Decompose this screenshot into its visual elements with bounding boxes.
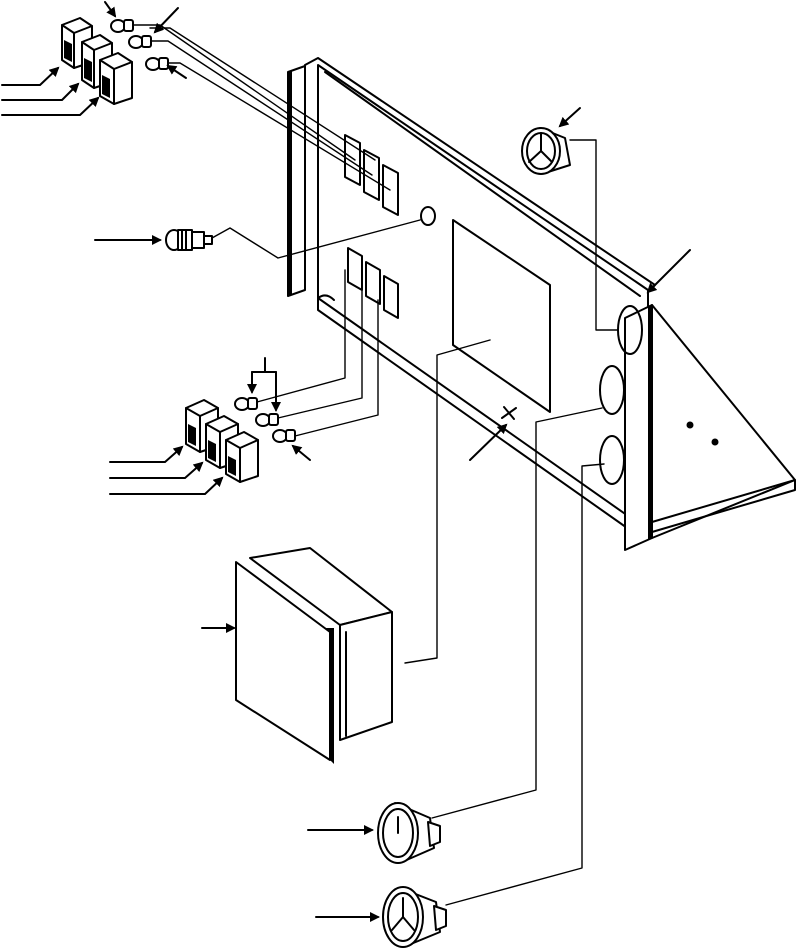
lamp-bulb-icon <box>272 429 296 443</box>
push-button-switch <box>94 219 421 259</box>
lamp-bulb-icon <box>110 19 134 33</box>
control-panel <box>287 57 796 551</box>
rocker-switch-icon <box>225 431 259 483</box>
lamp-bulb-icon <box>234 397 258 411</box>
gauge-cutout-3 <box>599 435 625 485</box>
bracket-hole-1 <box>686 421 694 429</box>
gauge-icon <box>377 802 441 864</box>
gauge-cutout-2 <box>599 365 625 415</box>
meter-box-icon <box>235 547 393 764</box>
panel-top-flange-inner <box>324 71 641 297</box>
rocker-switch-lower-set <box>185 399 259 483</box>
rocker-switch-icon <box>99 52 133 105</box>
indicator-lamp-lower-set <box>234 397 296 443</box>
panel-bottom-notch <box>317 294 335 301</box>
meter-box <box>201 339 491 764</box>
panel-end-plate <box>624 304 653 551</box>
lower-cutout-3 <box>383 275 399 319</box>
screw-arrow <box>469 423 508 461</box>
top-gauge-leader <box>569 139 619 331</box>
rocker-switch-upper-set <box>61 17 133 105</box>
lower-callout-arrows <box>109 357 311 495</box>
gauge-icon <box>382 886 447 948</box>
mounting-screw <box>469 406 517 461</box>
bracket-hole-2 <box>711 438 719 446</box>
top-gauge-arrow <box>558 107 581 128</box>
screw-icon <box>501 406 517 420</box>
push-button-icon <box>165 229 213 251</box>
lamp-bulb-icon <box>128 35 152 49</box>
upper-cutout-3 <box>382 164 399 216</box>
side-bracket <box>651 304 796 539</box>
dial-gauge-top <box>521 107 619 331</box>
lamp-bulb-icon <box>255 413 279 427</box>
upper-cutout-2 <box>363 149 380 201</box>
dial-gauge-lower-2 <box>315 463 605 948</box>
lower-gauge-1-leader <box>431 407 603 819</box>
push-button-leader <box>211 219 421 259</box>
lower-gauge-2-leader <box>445 463 605 906</box>
lamp-bulb-icon <box>145 57 169 71</box>
push-button-hole <box>420 206 436 226</box>
lower-leader-wires <box>256 269 379 437</box>
lower-cutout-2 <box>365 261 381 305</box>
meter-window <box>452 219 551 413</box>
dial-gauge-lower-1 <box>307 407 603 864</box>
upper-callout-arrows <box>1 1 187 116</box>
indicator-lamp-upper-set <box>110 19 169 71</box>
panel-callout-arrow <box>646 249 691 294</box>
side-bracket-lip <box>651 479 796 533</box>
gauge-icon <box>521 127 571 175</box>
meter-box-leader <box>404 339 491 664</box>
panel-left-flange-edge <box>288 71 292 296</box>
